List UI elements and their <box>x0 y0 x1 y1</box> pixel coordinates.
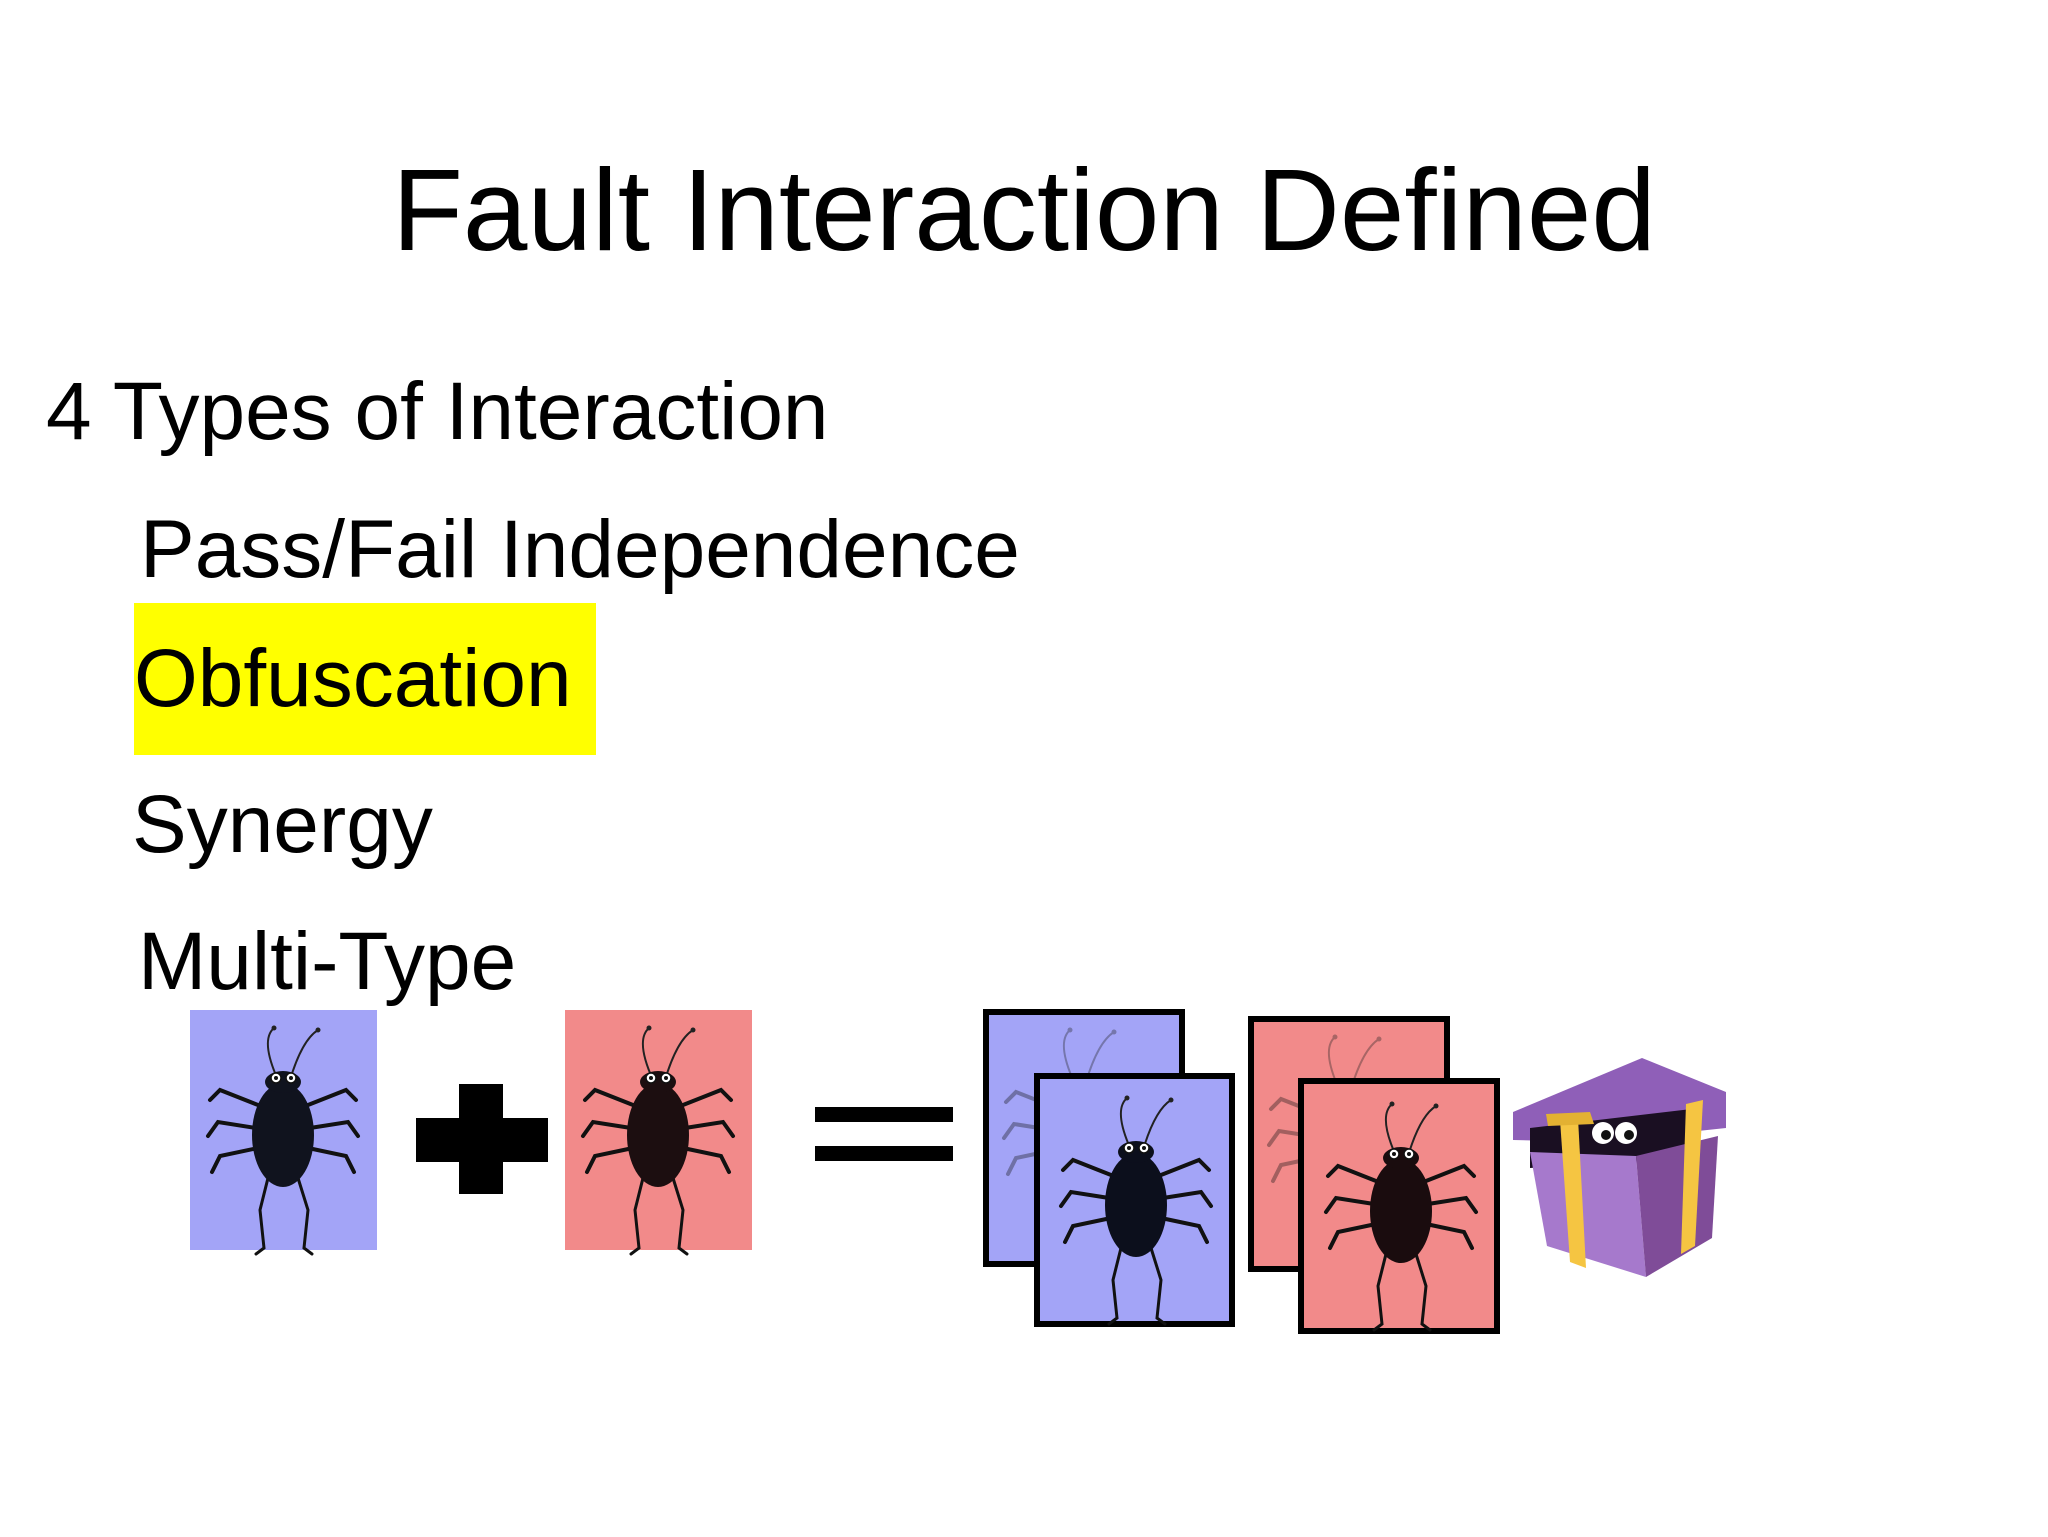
bug-card-blue <box>190 1010 377 1256</box>
slide-title: Fault Interaction Defined <box>392 145 1656 275</box>
list-item-obfuscation: Obfuscation <box>134 603 596 755</box>
mystery-box-icon <box>1513 1058 1726 1277</box>
highlight-box <box>134 603 596 755</box>
list-item-pass-fail-independence: Pass/Fail Independence <box>140 504 1020 595</box>
list-item-multi-type: Multi-Type <box>138 916 517 1007</box>
bug-card-stack-red <box>1248 1016 1500 1334</box>
plus-icon <box>416 1084 548 1194</box>
equals-icon <box>815 1107 953 1161</box>
list-item-synergy: Synergy <box>132 779 433 870</box>
bug-card-red <box>565 1010 752 1256</box>
bug-card-stack-blue <box>983 1009 1235 1327</box>
list-item-obfuscation-label: Obfuscation <box>134 633 572 724</box>
heading: 4 Types of Interaction <box>46 366 829 457</box>
